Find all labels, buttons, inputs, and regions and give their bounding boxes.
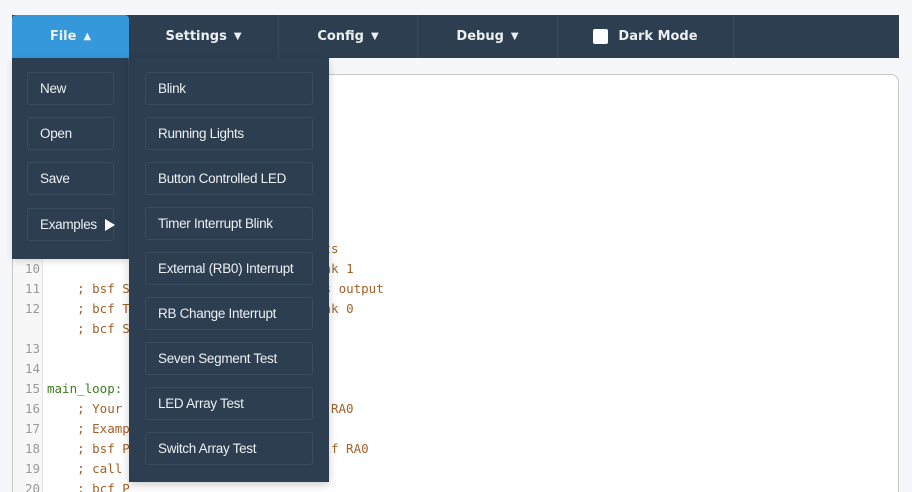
line-number: 15 xyxy=(24,381,40,396)
menu-item-label: Switch Array Test xyxy=(158,441,257,456)
debug-label: Debug xyxy=(456,29,504,44)
example-rb-change-interrupt[interactable]: RB Change Interrupt xyxy=(145,297,313,330)
line-number: 10 xyxy=(24,261,40,276)
file-menu-new[interactable]: New xyxy=(27,72,114,105)
line-number: 18 xyxy=(24,441,40,456)
menu-item-label: Button Controlled LED xyxy=(158,171,287,186)
file-menu-button[interactable]: File ▲ xyxy=(12,15,129,58)
example-switch-array-test[interactable]: Switch Array Test xyxy=(145,432,313,465)
code-fragment: RA0 xyxy=(331,401,354,416)
example-led-array-test[interactable]: LED Array Test xyxy=(145,387,313,420)
code-text: ; bsf P xyxy=(47,441,130,456)
config-menu-button[interactable]: Config ▼ xyxy=(279,15,418,58)
menu-item-label: Save xyxy=(40,171,70,186)
file-menu-open[interactable]: Open xyxy=(27,117,114,150)
line-number: 13 xyxy=(24,341,40,356)
line-number: 19 xyxy=(24,461,40,476)
menu-item-label: Open xyxy=(40,126,72,141)
example-external-rb0-interrupt[interactable]: External (RB0) Interrupt xyxy=(145,252,313,285)
debug-menu-button[interactable]: Debug ▼ xyxy=(418,15,558,58)
menu-item-label: External (RB0) Interrupt xyxy=(158,261,294,276)
dark-mode-label: Dark Mode xyxy=(618,29,698,44)
code-line: 18 ; call xyxy=(13,419,122,476)
code-line: 19 ; bcf P xyxy=(13,439,130,492)
code-text: ; Examp xyxy=(47,421,130,436)
code-line: 12 ; bcf S xyxy=(13,279,130,336)
example-timer-interrupt-blink[interactable]: Timer Interrupt Blink xyxy=(145,207,313,240)
menu-item-label: Seven Segment Test xyxy=(158,351,277,366)
code-text: ; bcf T xyxy=(47,301,130,316)
code-text: ; bcf P xyxy=(47,481,130,492)
file-label: File xyxy=(49,29,77,44)
line-number: 17 xyxy=(24,421,40,436)
code-line: 15 ; Your xyxy=(13,359,122,416)
menu-item-label: Examples xyxy=(40,217,97,232)
code-line: 16 ; Examp xyxy=(13,379,130,436)
file-menu-save[interactable]: Save xyxy=(27,162,114,195)
line-number: 16 xyxy=(24,401,40,416)
config-label: Config xyxy=(317,29,364,44)
dark-mode-checkbox[interactable] xyxy=(593,29,609,44)
code-line: 21 xyxy=(13,479,43,492)
examples-submenu: Blink Running Lights Button Controlled L… xyxy=(129,58,329,482)
code-fragment: f RA0 xyxy=(331,441,369,456)
example-button-controlled-led[interactable]: Button Controlled LED xyxy=(145,162,313,195)
dark-mode-toggle[interactable]: Dark Mode xyxy=(558,15,734,58)
example-blink[interactable]: Blink xyxy=(145,72,313,105)
file-dropdown-menu: New Open Save Examples xyxy=(12,58,129,259)
menu-item-label: New xyxy=(40,81,67,96)
code-line: 13 xyxy=(13,319,43,356)
caret-down-icon: ▼ xyxy=(233,31,242,42)
example-running-lights[interactable]: Running Lights xyxy=(145,117,313,150)
arrow-right-icon xyxy=(104,218,115,231)
menu-item-label: RB Change Interrupt xyxy=(158,306,277,321)
example-seven-segment-test[interactable]: Seven Segment Test xyxy=(145,342,313,375)
code-line: 10 ; bsf S xyxy=(13,239,130,296)
menu-item-label: Blink xyxy=(158,81,186,96)
line-number: 14 xyxy=(24,361,40,376)
menu-item-label: Running Lights xyxy=(158,126,244,141)
top-navbar: File ▲ Settings ▼ Config ▼ Debug ▼ Dark … xyxy=(12,15,899,58)
line-number: 20 xyxy=(24,481,40,492)
code-text: ; Your xyxy=(47,401,123,416)
code-text: ; bcf S xyxy=(47,321,130,336)
code-label: main_loop: xyxy=(47,381,123,396)
code-text: ; call xyxy=(47,461,123,476)
code-line: 17 ; bsf P xyxy=(13,399,130,456)
caret-down-icon: ▼ xyxy=(370,31,379,42)
code-line: 11 ; bcf T xyxy=(13,259,130,316)
settings-label: Settings xyxy=(165,29,227,44)
menu-item-label: LED Array Test xyxy=(158,396,244,411)
menu-item-label: Timer Interrupt Blink xyxy=(158,216,273,231)
caret-down-icon: ▼ xyxy=(510,31,519,42)
line-number: 11 xyxy=(24,281,40,296)
file-menu-examples[interactable]: Examples xyxy=(27,208,115,241)
caret-up-icon: ▲ xyxy=(83,31,92,42)
line-number: 12 xyxy=(24,301,40,316)
code-line: 14 main_loop: xyxy=(13,339,122,396)
code-line: 20 ; call xyxy=(13,459,43,492)
settings-menu-button[interactable]: Settings ▼ xyxy=(129,15,279,58)
code-text: ; bsf S xyxy=(47,281,130,296)
